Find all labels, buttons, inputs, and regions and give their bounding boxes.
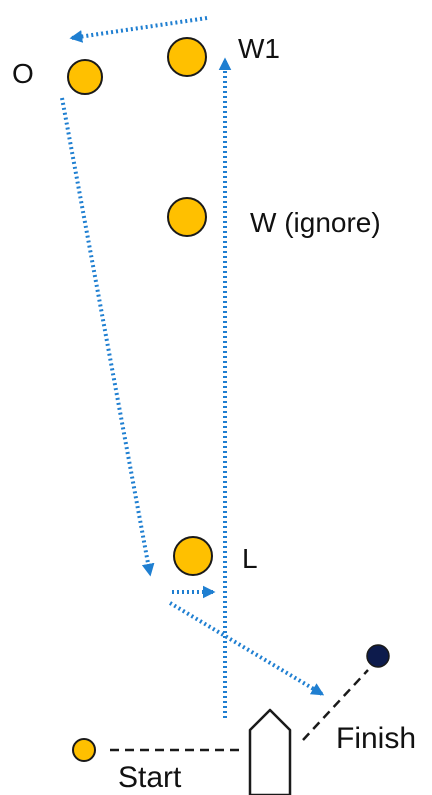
label-leeward: L	[242, 543, 258, 574]
path-top-to-offset	[69, 16, 208, 43]
label-offset: O	[12, 58, 34, 89]
mark-start-pin	[72, 738, 96, 762]
committee-boat	[248, 708, 292, 795]
label-windward-ignore: W (ignore)	[250, 207, 381, 238]
mark-windward-ignore	[167, 197, 207, 237]
label-finish: Finish	[336, 722, 416, 755]
mark-offset	[67, 59, 103, 95]
label-start: Start	[118, 761, 182, 794]
finish-line	[302, 669, 369, 741]
mark-w1	[167, 37, 207, 77]
mark-finish-pin	[366, 644, 390, 668]
path-leeward-to-finish	[168, 601, 325, 696]
mark-leeward	[173, 536, 213, 576]
path-offset-to-leeward	[60, 97, 155, 577]
label-w1: W1	[238, 33, 280, 64]
